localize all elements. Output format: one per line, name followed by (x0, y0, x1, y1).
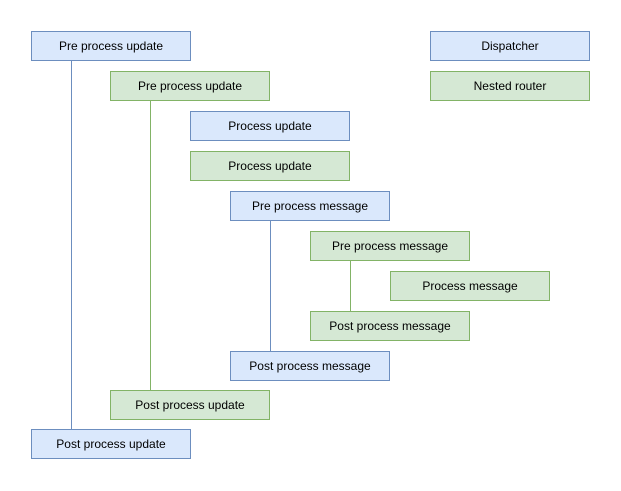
node-dispatcher-pre-process-update: Pre process update (31, 31, 191, 61)
node-legend-dispatcher: Dispatcher (430, 31, 590, 61)
node-label: Post process update (135, 398, 245, 412)
node-dispatcher-post-process-update: Post process update (31, 429, 191, 459)
connector-dispatcher-update-lifeline (71, 61, 72, 429)
node-dispatcher-post-process-message: Post process message (230, 351, 390, 381)
node-label: Dispatcher (481, 39, 539, 53)
node-label: Process update (228, 119, 312, 133)
node-router-post-process-update: Post process update (110, 390, 270, 420)
node-legend-nested-router: Nested router (430, 71, 590, 101)
node-label: Process update (228, 159, 312, 173)
node-label: Pre process message (331, 239, 449, 253)
node-dispatcher-process-update: Process update (190, 111, 350, 141)
node-router-process-message: Process message (390, 271, 550, 301)
node-label: Post process message (249, 359, 371, 373)
connector-router-message-lifeline (350, 261, 351, 311)
node-router-pre-process-message: Pre process message (310, 231, 470, 261)
connector-dispatcher-message-lifeline (270, 221, 271, 351)
node-dispatcher-pre-process-message: Pre process message (230, 191, 390, 221)
node-label: Nested router (473, 79, 547, 93)
node-router-process-update: Process update (190, 151, 350, 181)
node-label: Pre process update (137, 79, 243, 93)
node-label: Pre process update (58, 39, 164, 53)
node-label: Post process update (56, 437, 166, 451)
node-label: Pre process message (251, 199, 369, 213)
node-label: Process message (422, 279, 518, 293)
node-label: Post process message (329, 319, 451, 333)
node-router-pre-process-update: Pre process update (110, 71, 270, 101)
node-router-post-process-message: Post process message (310, 311, 470, 341)
connector-router-update-lifeline (150, 101, 151, 390)
